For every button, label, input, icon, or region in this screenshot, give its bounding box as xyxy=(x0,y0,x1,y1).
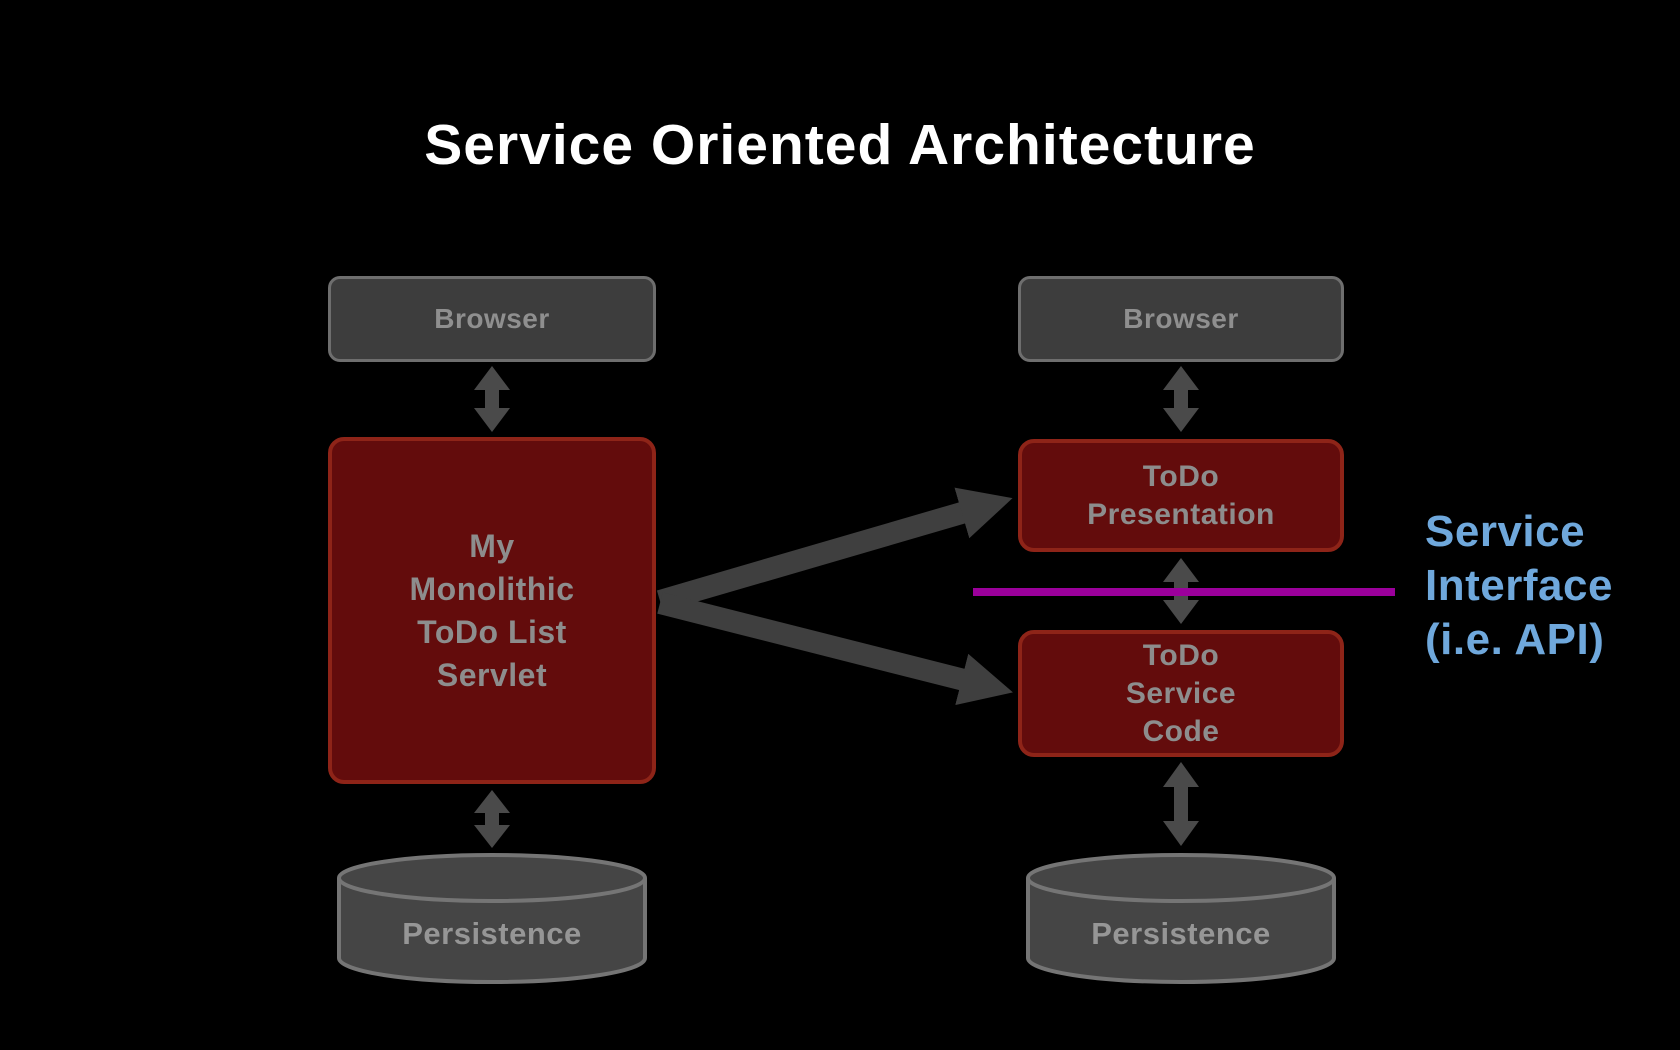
monolith-browser-box: Browser xyxy=(328,276,656,362)
arrow-service-persistence xyxy=(1163,762,1199,846)
diagram-title: Service Oriented Architecture xyxy=(424,113,1256,177)
service-interface-annotation: Service Interface (i.e. API) xyxy=(1425,505,1613,667)
todo-presentation-box: ToDo Presentation xyxy=(1018,439,1344,552)
soa-persistence-cylinder: Persistence xyxy=(1024,850,1338,990)
todo-service-code-label: ToDo Service Code xyxy=(1126,637,1236,751)
arrow-monolith-servlet-persistence xyxy=(474,790,510,848)
todo-service-code-box: ToDo Service Code xyxy=(1018,630,1344,757)
todo-presentation-label: ToDo Presentation xyxy=(1087,458,1275,534)
annotation-line-3: (i.e. API) xyxy=(1425,615,1605,664)
split-arrows xyxy=(656,487,1013,706)
annotation-line-2: Interface xyxy=(1425,561,1613,610)
service-label-line-1: ToDo xyxy=(1142,638,1220,672)
cylinder-shape xyxy=(1026,853,1336,984)
servlet-label-line-3: ToDo List xyxy=(417,613,567,650)
soa-browser-box: Browser xyxy=(1018,276,1344,362)
servlet-label-line-4: Servlet xyxy=(436,656,548,693)
cylinder-shape xyxy=(337,853,647,984)
monolith-servlet-label: My Monolithic ToDo List Servlet xyxy=(410,525,575,697)
monolith-persistence-cylinder: Persistence xyxy=(335,850,649,990)
monolith-browser-label: Browser xyxy=(434,303,550,334)
presentation-label-line-2: Presentation xyxy=(1087,497,1275,531)
arrow-monolith-browser-servlet xyxy=(474,366,510,432)
arrow-servlet-to-service-code xyxy=(657,592,1013,706)
soa-persistence-label: Persistence xyxy=(1091,916,1271,951)
arrow-servlet-to-presentation xyxy=(656,487,1013,612)
presentation-label-line-1: ToDo xyxy=(1142,459,1220,493)
service-label-line-3: Code xyxy=(1142,714,1220,748)
servlet-label-line-1: My xyxy=(469,527,515,564)
service-label-line-2: Service xyxy=(1125,676,1237,710)
soa-browser-label: Browser xyxy=(1123,303,1239,334)
monolith-persistence-label: Persistence xyxy=(402,916,582,951)
monolith-servlet-box: My Monolithic ToDo List Servlet xyxy=(328,437,656,784)
servlet-label-line-2: Monolithic xyxy=(409,570,575,607)
service-interface-line xyxy=(973,588,1395,596)
arrow-soa-browser-presentation xyxy=(1163,366,1199,432)
annotation-line-1: Service xyxy=(1425,507,1586,556)
